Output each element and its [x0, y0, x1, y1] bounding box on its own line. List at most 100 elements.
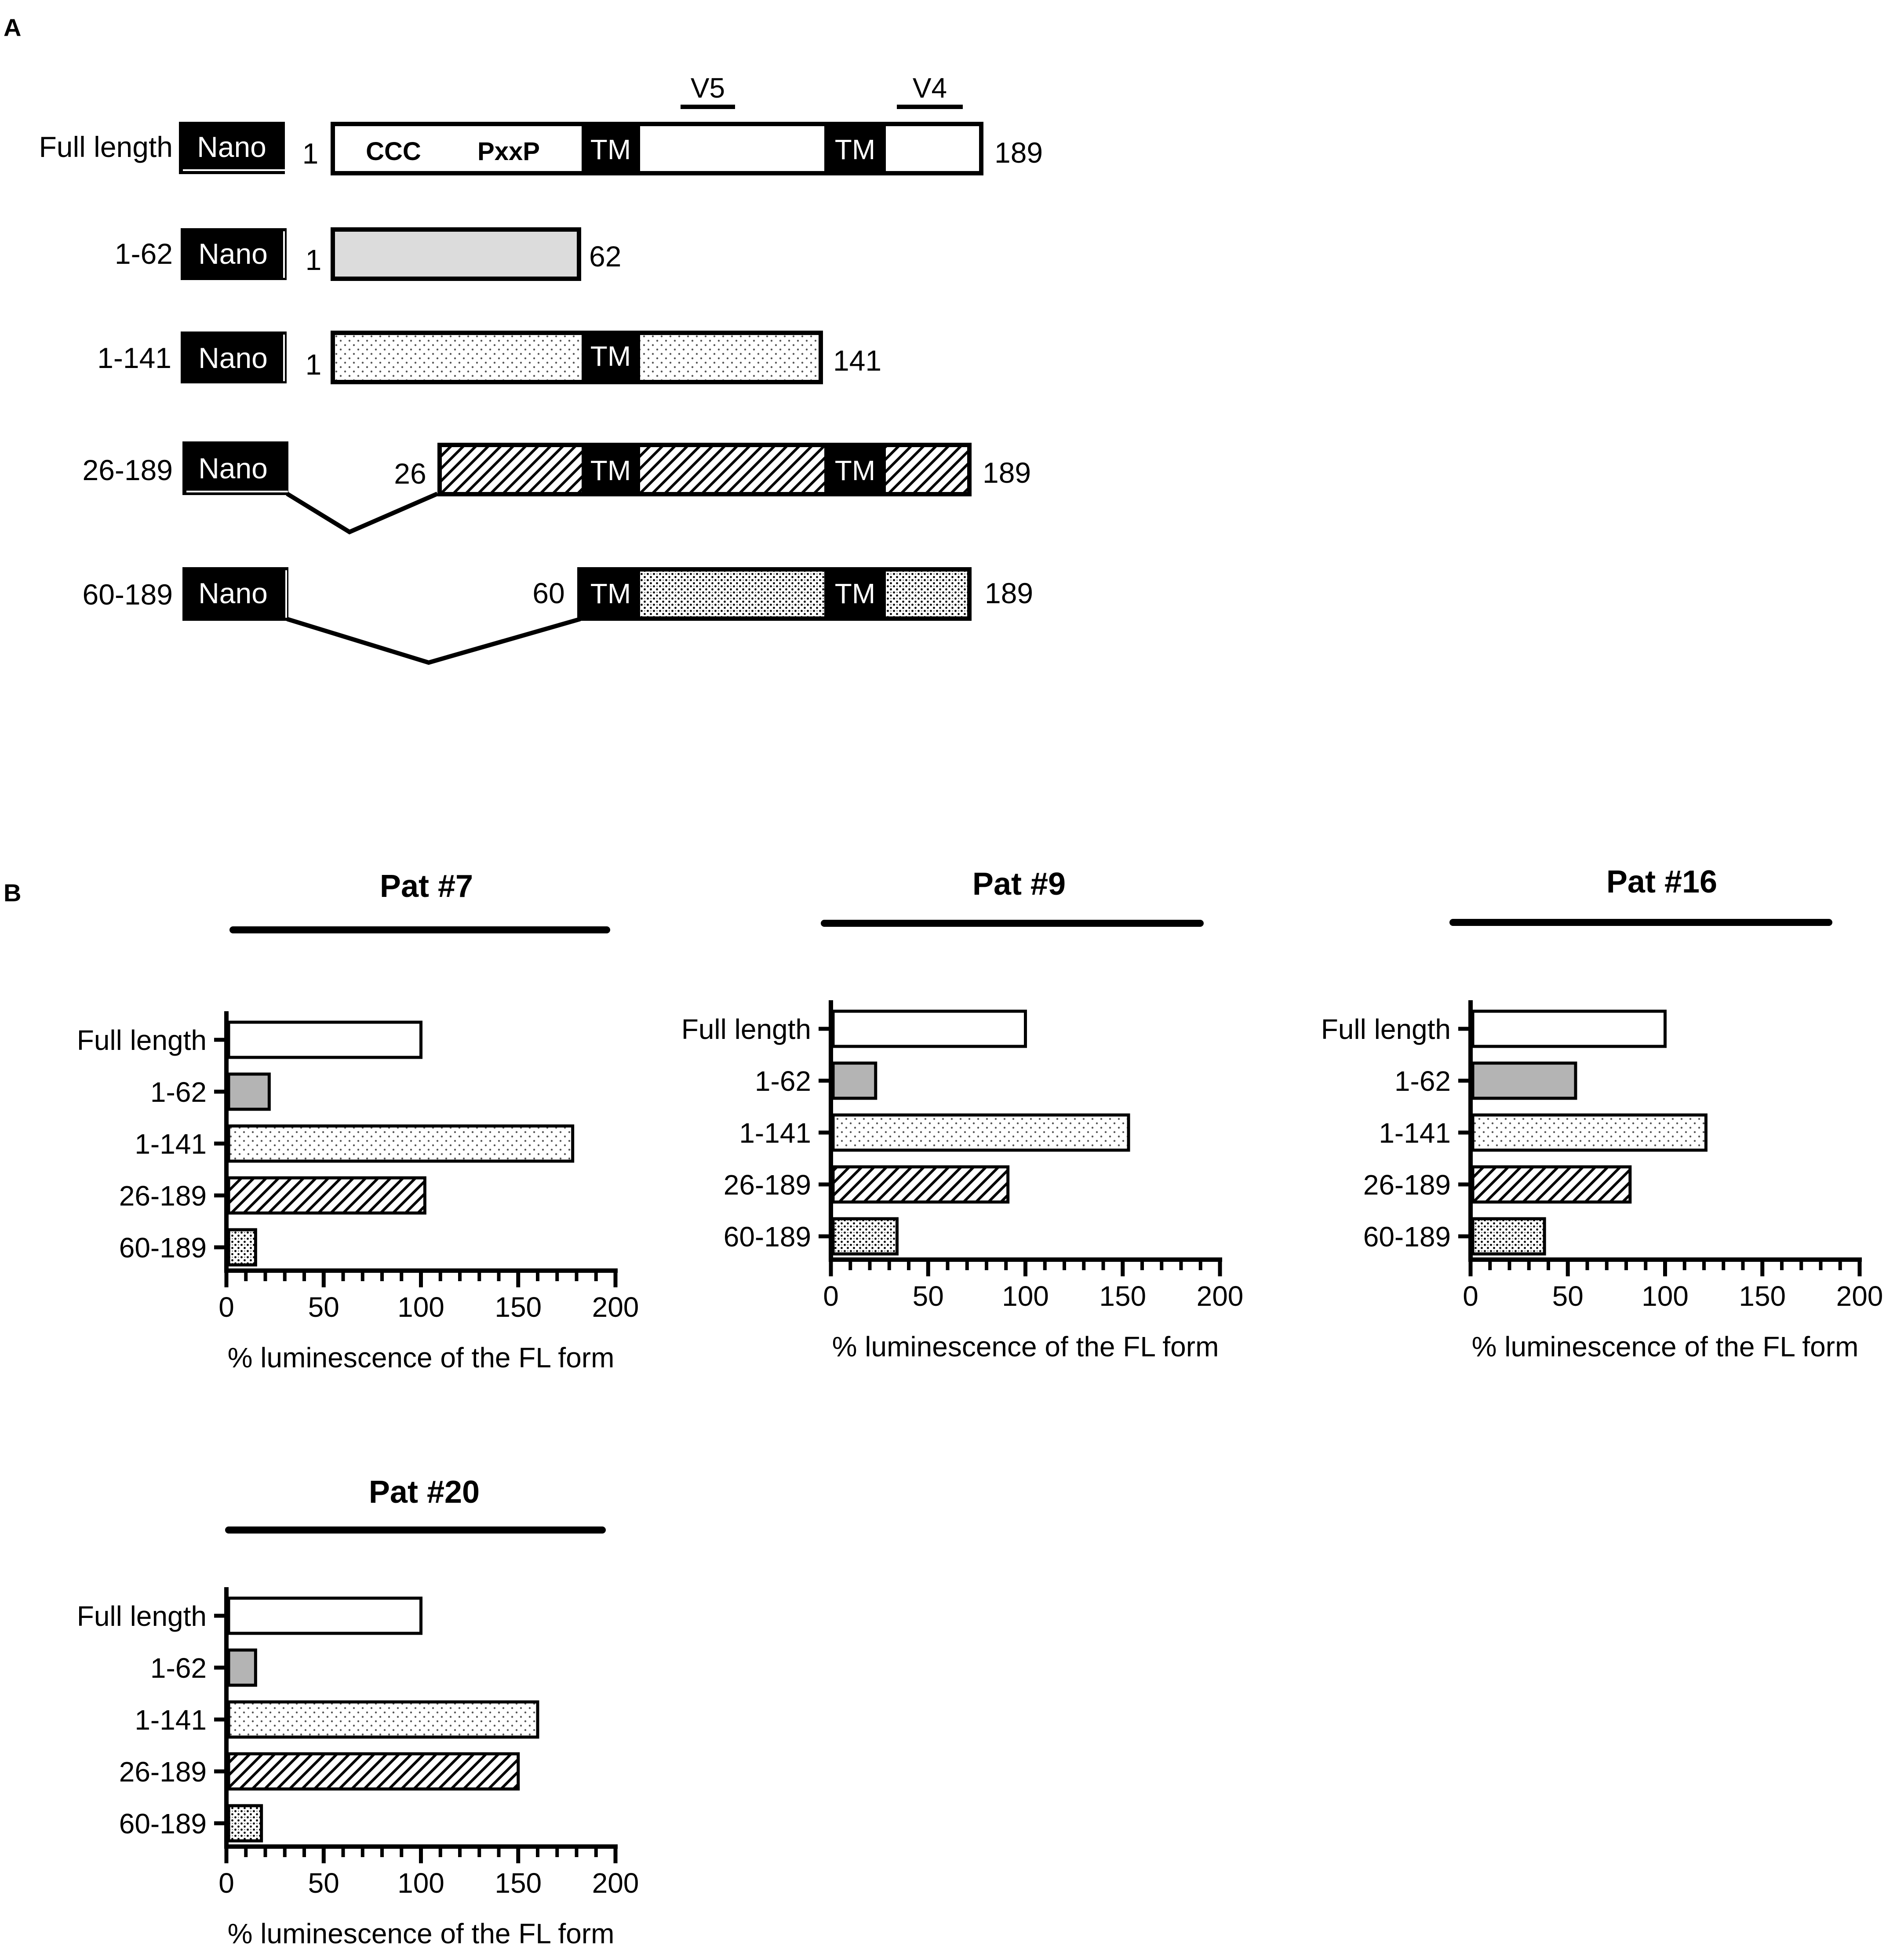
x-tick-label: 0: [218, 1291, 234, 1323]
category-label: 26-189: [119, 1180, 207, 1212]
category-label: 60-189: [724, 1221, 811, 1253]
nano-box: [181, 228, 287, 280]
protein-box: [437, 443, 972, 496]
tm-domain-2: [824, 572, 886, 616]
bar-1-141: [831, 1113, 1130, 1152]
tm-domain-2: [824, 126, 886, 171]
x-tick-label: 150: [495, 1867, 542, 1899]
construct-start: 1: [302, 137, 319, 170]
tm-domain-1: [582, 572, 640, 616]
construct-end: 62: [589, 240, 621, 273]
construct-name: Full length: [39, 131, 173, 163]
category-label: 1-141: [135, 1704, 207, 1736]
construct-1-62: 1-62 Nano 1 62: [115, 227, 621, 281]
construct-end: 189: [985, 577, 1033, 609]
x-axis-label: % luminescence of the FL form: [832, 1331, 1219, 1363]
epitope-v4-label: V4: [913, 72, 947, 104]
construct-start: 26: [394, 457, 426, 490]
x-axis-label: % luminescence of the FL form: [228, 1342, 615, 1373]
bar-full-length: [1471, 1009, 1667, 1048]
construct-name: 1-62: [115, 237, 173, 270]
chart-pat-7: Pat #7 Full length 1-62 1-141 26-189 60-189 0 5…: [77, 869, 639, 1373]
category-label: Full length: [77, 1024, 207, 1056]
bar-60-189: [1471, 1217, 1546, 1256]
pxxp-motif: PxxP: [477, 137, 540, 166]
chart-title: Pat #20: [369, 1475, 480, 1510]
x-tick-label: 100: [1642, 1280, 1689, 1312]
x-axis-label: % luminescence of the FL form: [228, 1918, 615, 1949]
category-label: Full length: [77, 1600, 207, 1632]
tm-label-1: TM: [590, 455, 631, 486]
tm-label-2: TM: [835, 134, 875, 165]
construct-end: 189: [983, 456, 1031, 489]
panel-a-label: A: [4, 14, 21, 41]
category-label: 60-189: [1363, 1221, 1451, 1253]
x-tick-label: 200: [592, 1867, 639, 1899]
category-label: Full length: [1321, 1013, 1451, 1045]
nano-box: [182, 441, 288, 495]
chart-title: Pat #7: [380, 869, 473, 904]
tm-label-2: TM: [835, 455, 875, 486]
bar-60-189: [227, 1804, 263, 1843]
chart-title: Pat #9: [972, 867, 1066, 902]
x-tick-label: 0: [218, 1867, 234, 1899]
tm-domain-1: [582, 335, 640, 380]
nano-box: [182, 567, 288, 621]
category-label: 60-189: [119, 1808, 207, 1840]
nano-label: Nano: [198, 577, 268, 609]
deletion-line: [286, 617, 581, 665]
x-tick-label: 200: [1836, 1280, 1883, 1312]
nano-box: [181, 332, 287, 383]
nano-label: Nano: [197, 131, 266, 163]
protein-box: [577, 567, 972, 621]
construct-full-length: Full length Nano 1 TM TM CCC PxxP 189: [39, 122, 1043, 175]
bar-charts: Pat #7 Full length 1-62 1-141 26-189 60-189 0 5…: [77, 864, 1883, 1949]
bar-full-length: [227, 1596, 422, 1635]
x-tick-label: 0: [1463, 1280, 1478, 1312]
construct-name: 1-141: [97, 342, 171, 374]
bar-60-189: [831, 1217, 899, 1256]
construct-60-189: 60-189 Nano 60 TM TM 189: [82, 567, 1033, 665]
x-tick-label: 150: [495, 1291, 542, 1323]
construct-end: 189: [994, 136, 1043, 169]
x-axis-label: % luminescence of the FL form: [1472, 1331, 1859, 1363]
bar-26-189: [831, 1165, 1010, 1204]
bar-1-62: [227, 1648, 257, 1687]
construct-name: 26-189: [82, 454, 173, 486]
construct-26-189: 26-189 Nano 26 TM TM 189: [82, 441, 1031, 535]
bar-1-141: [227, 1124, 575, 1163]
tm-label-1: TM: [590, 578, 631, 609]
category-label: 1-141: [1379, 1117, 1451, 1149]
x-tick-label: 100: [397, 1867, 444, 1899]
category-label: 26-189: [1363, 1169, 1451, 1201]
x-tick-label: 50: [308, 1291, 339, 1323]
category-label: 60-189: [119, 1232, 207, 1264]
bar-1-141: [227, 1700, 539, 1739]
panel-b-label: B: [4, 879, 21, 907]
tm-domain-2: [824, 447, 886, 492]
nano-label: Nano: [198, 452, 268, 485]
category-label: 1-62: [150, 1076, 207, 1108]
bar-1-62: [1471, 1061, 1577, 1100]
x-tick-label: 150: [1739, 1280, 1786, 1312]
x-tick-label: 200: [592, 1291, 639, 1323]
tm-domain-1: [582, 447, 640, 492]
x-tick-label: 50: [308, 1867, 339, 1899]
x-tick-label: 50: [1552, 1280, 1584, 1312]
category-label: 1-62: [150, 1652, 207, 1684]
x-tick-label: 100: [1002, 1280, 1049, 1312]
category-label: 1-141: [135, 1128, 207, 1160]
bar-26-189: [1471, 1165, 1632, 1204]
epitope-v5-label: V5: [691, 72, 725, 104]
bar-26-189: [227, 1176, 426, 1215]
construct-1-141: 1-141 Nano 1 TM 141: [97, 331, 881, 384]
construct-start: 1: [306, 348, 322, 381]
nano-label: Nano: [198, 342, 268, 374]
tm-label-1: TM: [590, 340, 631, 372]
category-label: 26-189: [724, 1169, 811, 1201]
ccc-motif: CCC: [366, 137, 421, 166]
category-label: 26-189: [119, 1756, 207, 1788]
x-tick-label: 200: [1197, 1280, 1244, 1312]
